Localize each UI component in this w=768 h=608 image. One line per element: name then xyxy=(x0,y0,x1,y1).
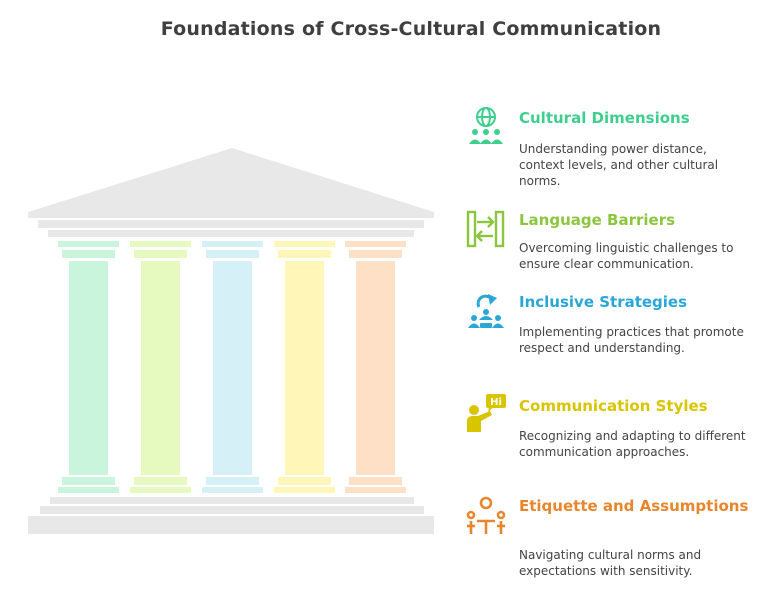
inclusive-group-icon xyxy=(468,294,504,328)
temple-roof xyxy=(28,148,434,212)
globe-people-icon xyxy=(469,107,503,144)
item-description: Implementing practices that promote resp… xyxy=(519,325,744,355)
pillar xyxy=(58,241,119,493)
speech-bubble-person-icon: Hi xyxy=(467,394,506,432)
temple-step-2 xyxy=(40,506,424,514)
item-description: Recognizing and adapting to different co… xyxy=(519,429,746,459)
page-title: Foundations of Cross-Cultural Communicat… xyxy=(160,18,662,40)
temple-entablature-1 xyxy=(38,220,424,228)
temple-entablature-2 xyxy=(48,230,414,237)
temple-base xyxy=(28,516,434,534)
item-heading: Etiquette and Assumptions xyxy=(519,497,749,515)
item-heading: Inclusive Strategies xyxy=(519,293,688,311)
item-description: Navigating cultural norms and expectatio… xyxy=(519,548,702,578)
temple-roof-beam xyxy=(28,212,434,218)
pillar xyxy=(274,241,335,493)
pillar xyxy=(130,241,191,493)
temple-step-1 xyxy=(50,497,414,504)
item-heading: Language Barriers xyxy=(519,211,676,229)
temple-illustration xyxy=(28,148,434,534)
item-description: Overcoming linguistic challenges to ensu… xyxy=(519,241,734,271)
pillar xyxy=(345,241,406,493)
item-description: Understanding power distance, context le… xyxy=(519,142,719,188)
pillar xyxy=(202,241,263,493)
item-heading: Communication Styles xyxy=(519,397,708,415)
item-heading: Cultural Dimensions xyxy=(519,109,690,127)
meeting-table-icon xyxy=(466,496,506,534)
speech-bubble-text: Hi xyxy=(490,397,502,408)
translation-arrows-icon xyxy=(466,210,505,248)
